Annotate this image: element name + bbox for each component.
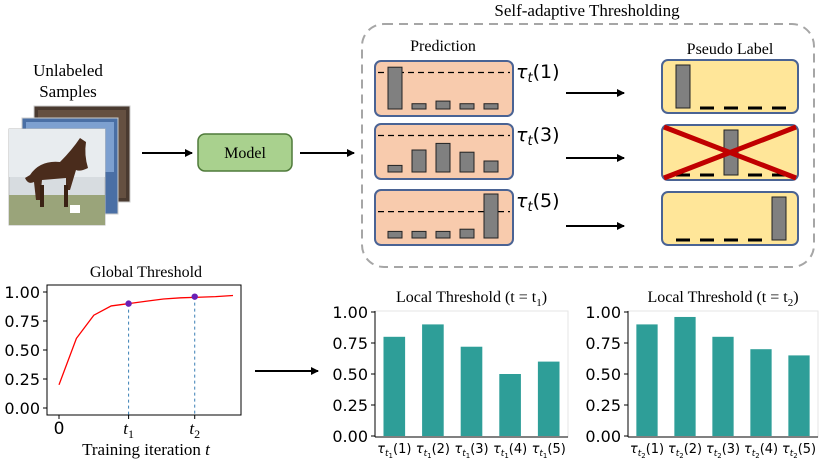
pseudo-label-box-3 xyxy=(661,191,799,246)
prediction-box-3 xyxy=(374,189,514,246)
local-bar xyxy=(750,349,772,436)
local-bar xyxy=(422,324,444,436)
global-xtick-0: 0 xyxy=(54,419,65,439)
local-xtick-label: τt1(3) xyxy=(454,442,488,460)
local-xtick-label: τt1(2) xyxy=(416,442,450,460)
local-bar xyxy=(460,346,483,436)
global-ytick-label: 0.75 xyxy=(4,312,40,331)
global-chart-frame xyxy=(46,284,242,416)
prediction-bar xyxy=(435,142,451,173)
global-ytick-label: 0.00 xyxy=(4,399,40,418)
prediction-box-1 xyxy=(374,60,514,117)
prediction-bar xyxy=(411,103,427,110)
global-xtick-t2: t2 xyxy=(189,419,200,441)
prediction-label: Prediction xyxy=(410,38,476,55)
local-threshold-chart-t2: Local Threshold (t = t2) 0.00 0.25 0.50 0.75… xyxy=(585,289,819,460)
input-label-line1: Unlabeled xyxy=(33,61,103,80)
tau-label-1: τt(1) xyxy=(516,61,559,86)
local-ytick-label: 0.00 xyxy=(585,427,621,446)
local-bar xyxy=(674,316,696,436)
local-ytick-label: 1.00 xyxy=(332,303,368,322)
local-ytick-label: 0.25 xyxy=(585,396,621,415)
pseudo-bar-active xyxy=(675,64,691,109)
local-xtick-label: τt2(2) xyxy=(668,442,702,460)
local-xtick-label: τt2(3) xyxy=(706,442,740,460)
local-bar xyxy=(788,355,810,436)
pseudo-label-title: Pseudo Label xyxy=(687,41,774,58)
global-chart-title: Global Threshold xyxy=(90,264,202,281)
prediction-bar xyxy=(483,193,499,239)
horse-image xyxy=(8,128,106,226)
local-bar xyxy=(712,336,734,436)
local-bar xyxy=(499,374,521,436)
prediction-bar xyxy=(387,230,403,239)
prediction-bar xyxy=(411,230,427,239)
local-ytick-label: 0.25 xyxy=(332,396,368,415)
local-ytick-label: 0.50 xyxy=(332,365,368,384)
prediction-bar xyxy=(387,164,403,173)
local-bar xyxy=(537,361,560,436)
global-marker-2 xyxy=(191,293,198,300)
local-bar xyxy=(636,324,658,436)
local-ytick-label: 1.00 xyxy=(585,303,621,322)
global-marker-1 xyxy=(125,300,132,307)
reject-cross-line-b xyxy=(663,124,797,181)
global-xlabel: Training iteration t xyxy=(82,440,211,459)
sample-image-stack xyxy=(8,105,131,226)
sat-title: Self-adaptive Thresholding xyxy=(494,1,680,20)
input-label-line2: Samples xyxy=(39,82,97,101)
prediction-bar xyxy=(435,230,451,239)
local-chart-title: Local Threshold (t = t1) xyxy=(396,289,547,309)
global-ytick-label: 0.50 xyxy=(4,341,40,360)
tau-label-3: τt(5) xyxy=(516,190,559,215)
local-threshold-chart-t1: Local Threshold (t = t1) 0.00 0.25 0.50 0.75… xyxy=(332,289,569,460)
local-xtick-label: τt1(5) xyxy=(532,442,566,460)
pseudo-label-box-1 xyxy=(661,59,799,114)
global-threshold-chart: 0.00 0.25 0.50 0.75 1.00 0 t1 t2 xyxy=(4,283,242,441)
model-label: Model xyxy=(224,145,266,162)
local-ytick-label: 0.00 xyxy=(332,427,368,446)
global-xtick-t1: t1 xyxy=(123,419,134,441)
local-xtick-label: τt1(4) xyxy=(493,442,527,460)
pseudo-bar-active xyxy=(771,196,787,241)
prediction-bar xyxy=(411,149,427,173)
global-ytick-label: 1.00 xyxy=(4,283,40,302)
local-xtick-label: τt2(1) xyxy=(630,442,664,460)
prediction-bar xyxy=(483,160,499,173)
prediction-bar xyxy=(387,66,403,110)
local-ytick-label: 0.50 xyxy=(585,365,621,384)
prediction-bar xyxy=(459,151,475,173)
local-xtick-label: τt2(4) xyxy=(744,442,778,460)
local-xtick-label: τt1(1) xyxy=(377,442,411,460)
prediction-bar xyxy=(459,228,475,239)
sat-rows: τt(1) τt(3) τt(5) xyxy=(374,59,799,246)
local-ytick-label: 0.75 xyxy=(332,334,368,353)
local-bar xyxy=(383,336,406,436)
local-ytick-label: 0.75 xyxy=(585,334,621,353)
sat-region xyxy=(361,23,815,268)
tau-label-2: τt(3) xyxy=(516,124,559,149)
local-chart-title: Local Threshold (t = t2) xyxy=(647,289,798,309)
global-threshold-line xyxy=(58,294,234,386)
model-box xyxy=(197,133,293,172)
prediction-bar xyxy=(435,100,451,110)
local-xtick-label: τt2(5) xyxy=(782,442,816,460)
prediction-bar xyxy=(483,103,499,110)
global-ytick-label: 0.25 xyxy=(4,370,40,389)
prediction-bar xyxy=(459,103,475,110)
